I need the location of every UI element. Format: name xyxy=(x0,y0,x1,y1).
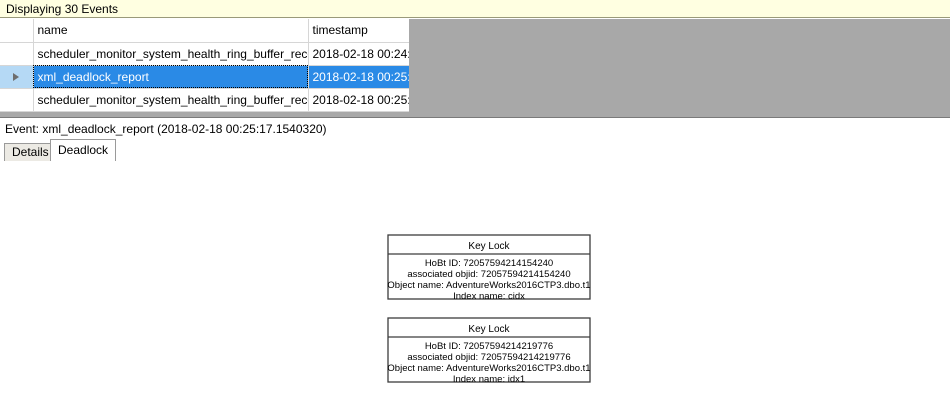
key-lock-top-title: Key Lock xyxy=(468,241,510,252)
column-header-selector xyxy=(0,19,34,43)
events-grid[interactable]: name timestamp scheduler_monitor_system_… xyxy=(0,19,950,118)
cell-timestamp[interactable]: 2018-02-18 00:25:19.5276859 xyxy=(308,88,409,112)
cell-name[interactable]: xml_deadlock_report xyxy=(33,65,309,89)
key-lock-top-line-0: HoBt ID: 72057594214154240 xyxy=(425,258,553,269)
cell-name[interactable]: scheduler_monitor_system_health_ring_buf… xyxy=(33,42,309,66)
row-selector-cell[interactable] xyxy=(0,65,34,89)
current-row-caret-icon xyxy=(13,73,20,82)
resource-node-key-lock-top[interactable]: Key Lock HoBt ID: 72057594214154240 asso… xyxy=(387,234,591,302)
key-lock-bottom-line-2: Object name: AdventureWorks2016CTP3.dbo.… xyxy=(387,363,590,374)
key-lock-top-line-3: Index name: cidx xyxy=(453,291,525,302)
tab-details[interactable]: Details xyxy=(4,143,57,161)
key-lock-top-line-1: associated objid: 72057594214154240 xyxy=(407,269,570,280)
table-row[interactable]: scheduler_monitor_system_health_ring_buf… xyxy=(0,42,409,66)
key-lock-top-line-2: Object name: AdventureWorks2016CTP3.dbo.… xyxy=(387,280,590,291)
table-row-selected[interactable]: xml_deadlock_report 2018-02-18 00:25:17.… xyxy=(0,65,409,89)
tab-strip[interactable]: Details Deadlock xyxy=(0,139,950,161)
key-lock-bottom-line-1: associated objid: 72057594214219776 xyxy=(407,352,570,363)
row-selector-cell[interactable] xyxy=(0,42,34,66)
key-lock-bottom-line-0: HoBt ID: 72057594214219776 xyxy=(425,341,553,352)
column-header-timestamp[interactable]: timestamp xyxy=(308,19,409,43)
key-lock-bottom-title: Key Lock xyxy=(468,324,510,335)
deadlock-graph-svg: Request Mode: S Owner Mode: X Owner Mode… xyxy=(387,234,591,385)
table-header-row: name timestamp xyxy=(0,19,409,43)
cell-timestamp[interactable]: 2018-02-18 00:24:19.3516078 xyxy=(308,42,409,66)
cell-timestamp[interactable]: 2018-02-18 00:25:17.1540320 xyxy=(308,65,409,89)
cell-name[interactable]: scheduler_monitor_system_health_ring_buf… xyxy=(33,88,309,112)
event-header-label: Event: xml_deadlock_report (2018-02-18 0… xyxy=(0,119,950,139)
resource-node-key-lock-bottom[interactable]: Key Lock HoBt ID: 72057594214219776 asso… xyxy=(387,317,591,385)
key-lock-bottom-line-3: Index name: idx1 xyxy=(453,374,525,385)
column-header-name[interactable]: name xyxy=(33,19,309,43)
tab-deadlock[interactable]: Deadlock xyxy=(50,139,117,161)
row-selector-cell[interactable] xyxy=(0,88,34,112)
events-banner: Displaying 30 Events xyxy=(0,0,950,18)
table-row[interactable]: scheduler_monitor_system_health_ring_buf… xyxy=(0,88,409,112)
events-table[interactable]: name timestamp scheduler_monitor_system_… xyxy=(0,19,409,112)
deadlock-graph-panel[interactable]: Request Mode: S Owner Mode: X Owner Mode… xyxy=(0,161,950,400)
